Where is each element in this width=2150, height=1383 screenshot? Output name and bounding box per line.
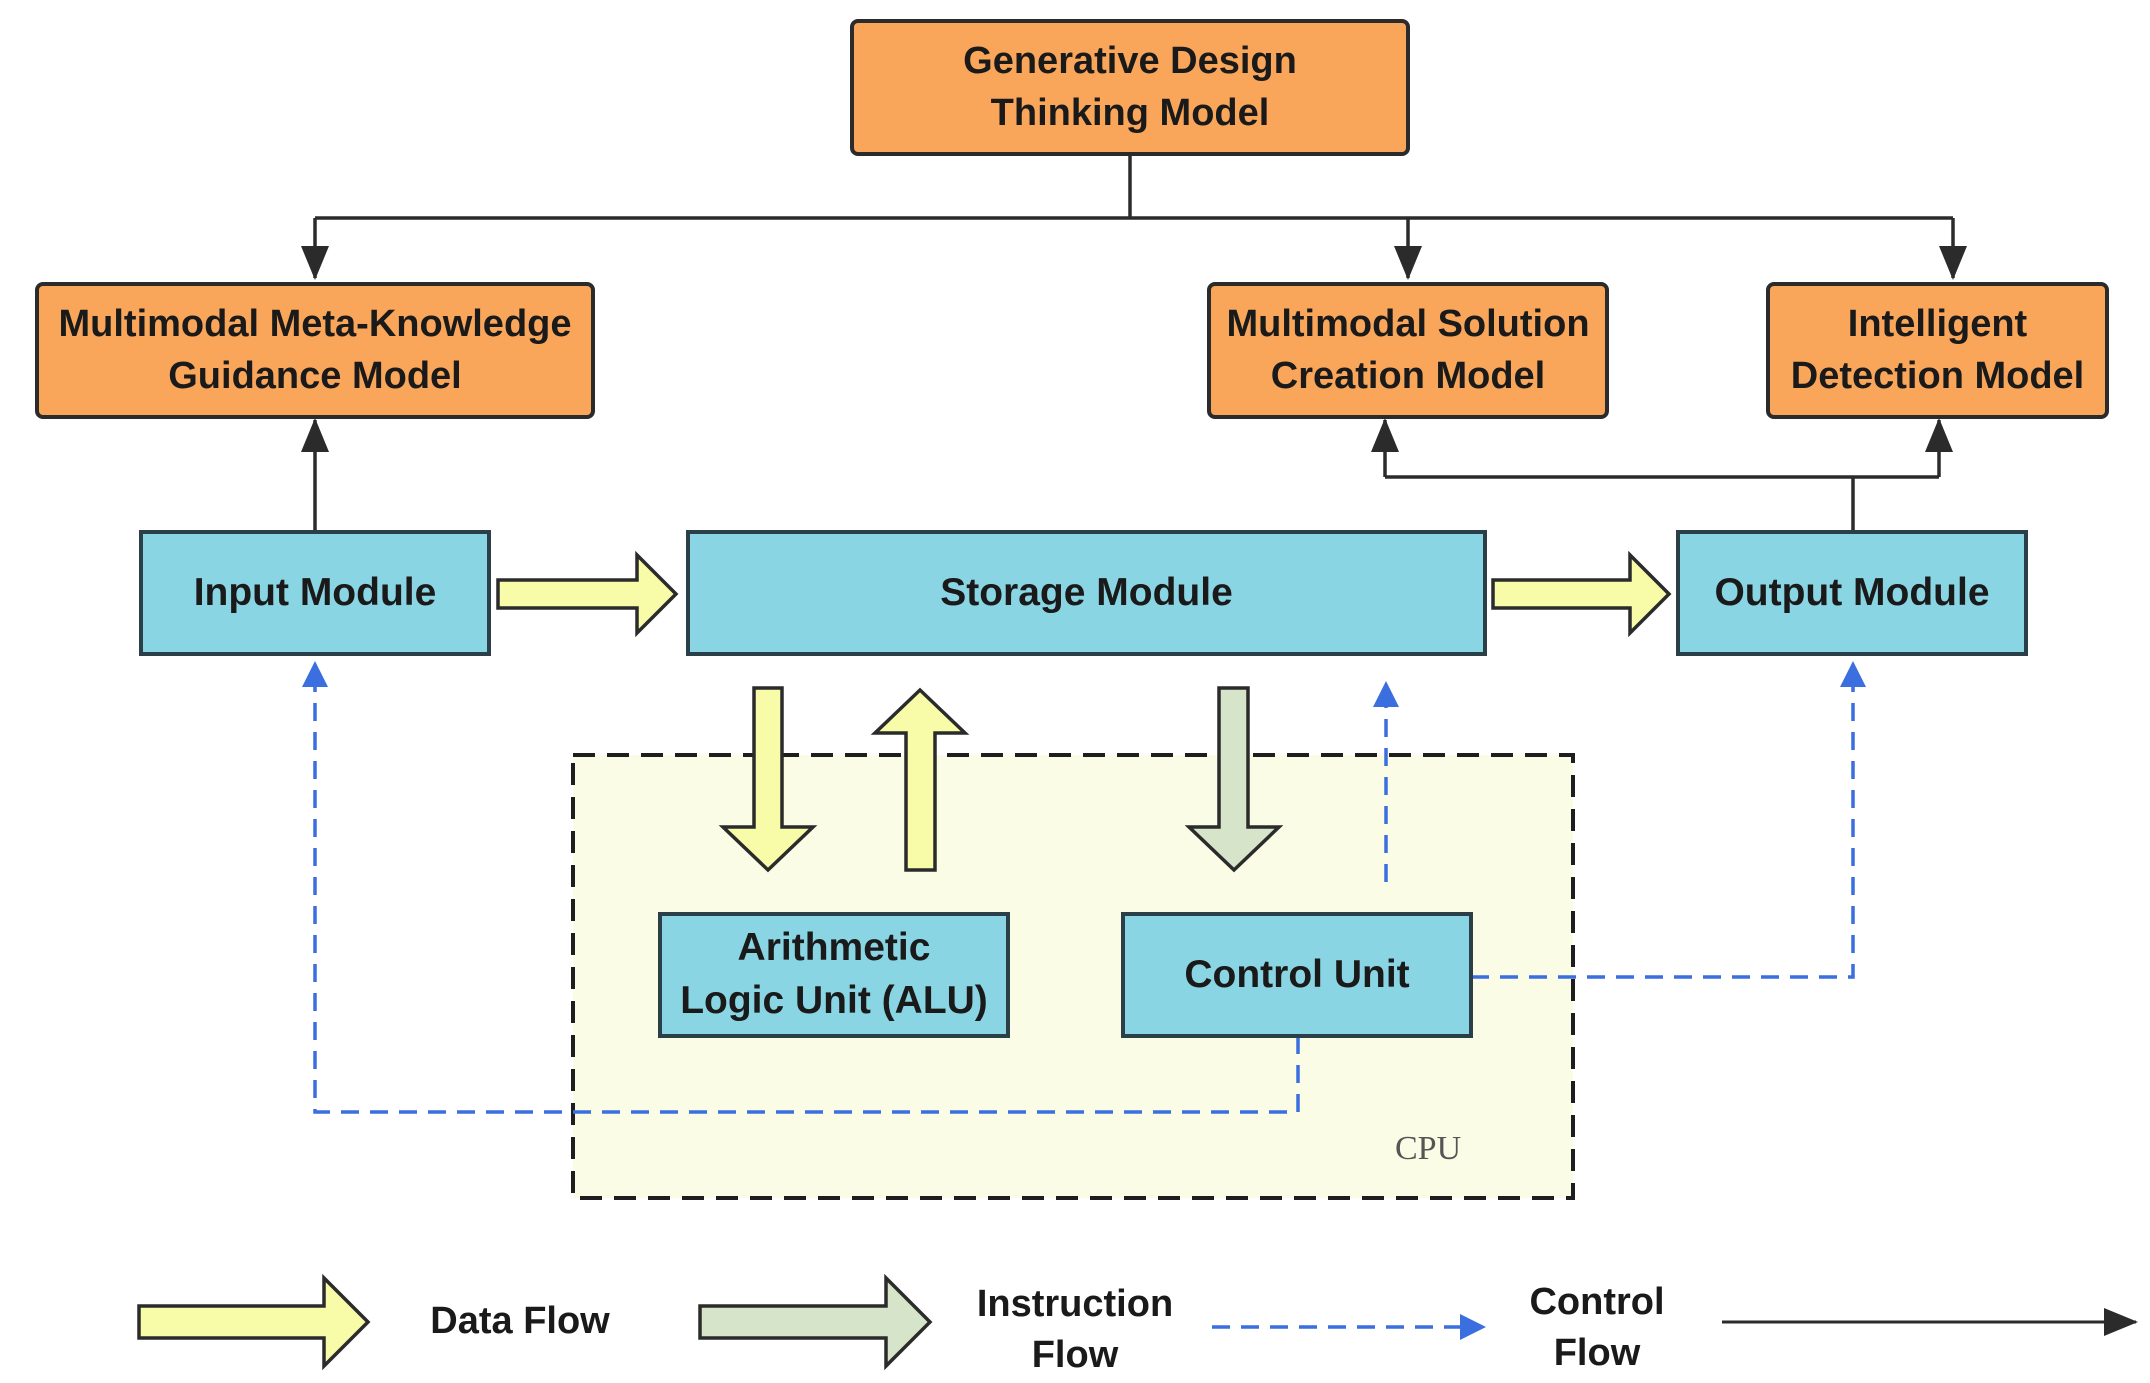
generative-design-thinking-model: Generative Design Thinking Model (850, 19, 1410, 156)
data-arrow-storage-to-alu (718, 686, 818, 873)
output-module: Output Module (1676, 530, 2028, 656)
control-to-input (302, 661, 1300, 1114)
instruction-arrow-storage-to-control (1184, 686, 1284, 873)
top-tree-lines (301, 155, 1967, 280)
legend-data-flow-label: Data Flow (430, 1300, 610, 1342)
legend-instruction-flow-label: Instruction Flow (976, 1283, 1174, 1377)
input-module: Input Module (139, 530, 491, 656)
control-flow-lines (302, 661, 1866, 1114)
alu-unit: Arithmetic Logic Unit (ALU) (658, 912, 1010, 1038)
storage-module: Storage Module (686, 530, 1487, 656)
control-to-output (1471, 661, 1866, 979)
data-arrow-storage-to-output (1491, 550, 1672, 638)
solution-creation-model: Multimodal Solution Creation Model (1207, 282, 1609, 419)
data-arrow-alu-to-storage (870, 687, 970, 872)
data-arrow-input-to-storage (496, 550, 679, 638)
legend-instruction-flow-arrow (698, 1273, 933, 1371)
control-unit: Control Unit (1121, 912, 1473, 1038)
cpu-label: CPU (1395, 1130, 1462, 1167)
meta-knowledge-guidance-model: Multimodal Meta-Knowledge Guidance Model (35, 282, 595, 419)
intelligent-detection-model: Intelligent Detection Model (1766, 282, 2109, 419)
output-to-models-lines (1371, 418, 1953, 530)
legend-control-flow-label: Control Flow (1529, 1281, 1665, 1375)
legend-data-flow-arrow (137, 1273, 371, 1371)
